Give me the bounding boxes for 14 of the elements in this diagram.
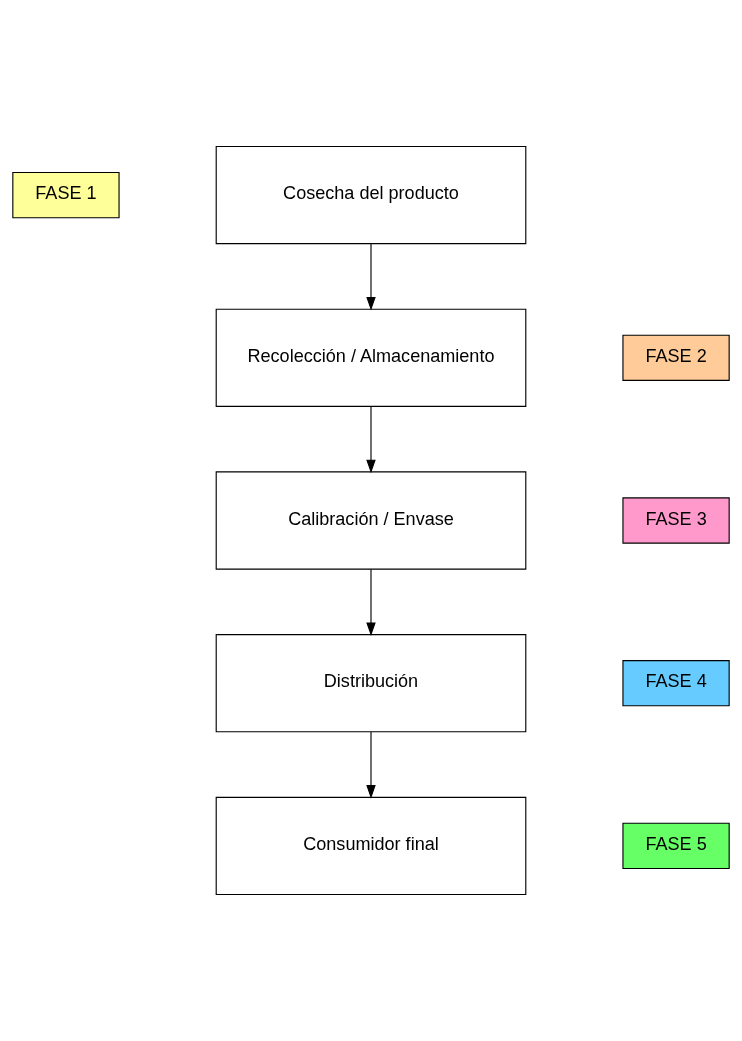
arrow bbox=[366, 406, 376, 474]
node-box: FASE 2 bbox=[622, 334, 730, 381]
node-box: FASE 5 bbox=[622, 822, 730, 870]
node-box: Distribución bbox=[215, 634, 527, 733]
node-box: FASE 4 bbox=[622, 660, 730, 707]
arrow bbox=[366, 568, 376, 636]
node-box: Cosecha del producto bbox=[215, 145, 527, 245]
arrow bbox=[366, 731, 376, 799]
node-box: Recolección / Almacenamiento bbox=[215, 308, 527, 407]
node-box: FASE 3 bbox=[622, 497, 730, 544]
node-box: Consumidor final bbox=[215, 796, 527, 896]
node-box: FASE 1 bbox=[12, 171, 120, 219]
node-box: Calibración / Envase bbox=[215, 471, 527, 570]
arrow bbox=[366, 243, 376, 311]
